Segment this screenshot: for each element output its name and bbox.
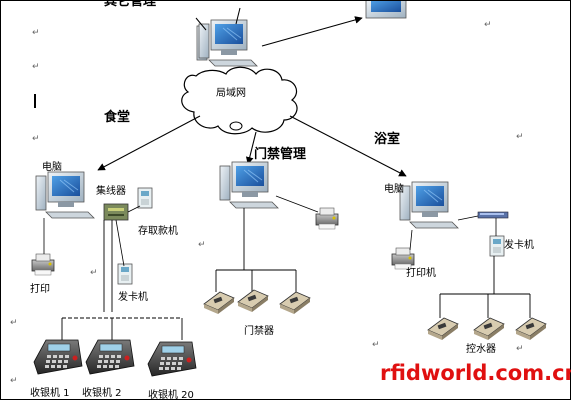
canteen-card-issuer-label: 发卡机: [118, 292, 148, 303]
access-readers-label: 门禁器: [244, 326, 274, 337]
bath-printer-label: 打印机: [406, 268, 436, 279]
bath-computer-label: 电脑: [384, 184, 404, 195]
access-printer-icon: [315, 207, 339, 230]
pos-machine-1-icon: [33, 339, 83, 375]
link-server-remote: [261, 16, 363, 47]
bath-computer-icon: [399, 181, 459, 229]
canteen-printer-label: 打印: [30, 284, 50, 295]
access-reader-1-icon: [203, 291, 235, 315]
canteen-computer-icon: [35, 171, 95, 219]
link-top-left: [195, 17, 207, 31]
bath-card-issuer-icon: [489, 235, 505, 257]
top-partial-label: 其它管理: [104, 0, 157, 9]
paragraph-mark: ↵: [32, 28, 40, 38]
access-computer-icon: [219, 161, 279, 209]
lan-label: 局域网: [216, 88, 246, 99]
bath-area-label: 浴室: [374, 132, 401, 147]
lan-loop: [229, 121, 243, 131]
pos-2-label: 收银机 2: [82, 388, 122, 399]
lan-cloud: [181, 66, 298, 135]
bath-card-issuer-label: 发卡机: [504, 240, 534, 251]
access-reader-2-icon: [237, 289, 269, 313]
text-cursor: [34, 94, 36, 108]
canteen-card-issuer-icon: [117, 263, 133, 285]
water-controller-3-icon: [515, 317, 547, 341]
water-controller-1-icon: [427, 317, 459, 341]
deposit-machine-icon: [137, 187, 153, 209]
access-reader-3-icon: [279, 291, 311, 315]
pos-1-label: 收银机 1: [30, 388, 70, 399]
water-controller-label: 控水器: [466, 344, 496, 355]
paragraph-mark: ↵: [484, 20, 492, 30]
paragraph-mark: ↵: [10, 318, 18, 328]
central-server-icon: [196, 19, 258, 67]
paragraph-mark: ↵: [198, 240, 206, 250]
access-area-label: 门禁管理: [254, 147, 307, 162]
paragraph-mark: ↵: [516, 344, 524, 354]
canteen-area-label: 食堂: [104, 110, 131, 125]
bath-switch-icon: [477, 211, 509, 219]
link-top-mid: [235, 7, 241, 25]
pos-20-label: 收银机 20: [148, 390, 194, 401]
paragraph-mark: ↵: [32, 62, 40, 72]
arrow-to-bath: [289, 115, 407, 177]
pos-machine-20-icon: [147, 341, 197, 377]
canteen-computer-label: 电脑: [42, 162, 62, 173]
arrow-to-canteen: [97, 115, 201, 171]
bath-printer-icon: [391, 247, 415, 270]
canteen-printer-icon: [31, 253, 55, 276]
deposit-machine-label: 存取款机: [138, 226, 178, 237]
paragraph-mark: ↵: [516, 132, 524, 142]
hub-icon: [103, 203, 129, 221]
paragraph-mark: ↵: [90, 268, 98, 278]
paragraph-mark: ↵: [32, 134, 40, 144]
remote-computer-icon: [365, 0, 407, 19]
water-controller-2-icon: [473, 317, 505, 341]
arrow-to-access: [245, 131, 257, 165]
pos-machine-2-icon: [85, 339, 135, 375]
paragraph-mark: ↵: [372, 340, 380, 350]
paragraph-mark: ↵: [10, 376, 18, 386]
hub-label: 集线器: [96, 186, 126, 197]
watermark: rfidworld.com.cn: [380, 361, 571, 385]
